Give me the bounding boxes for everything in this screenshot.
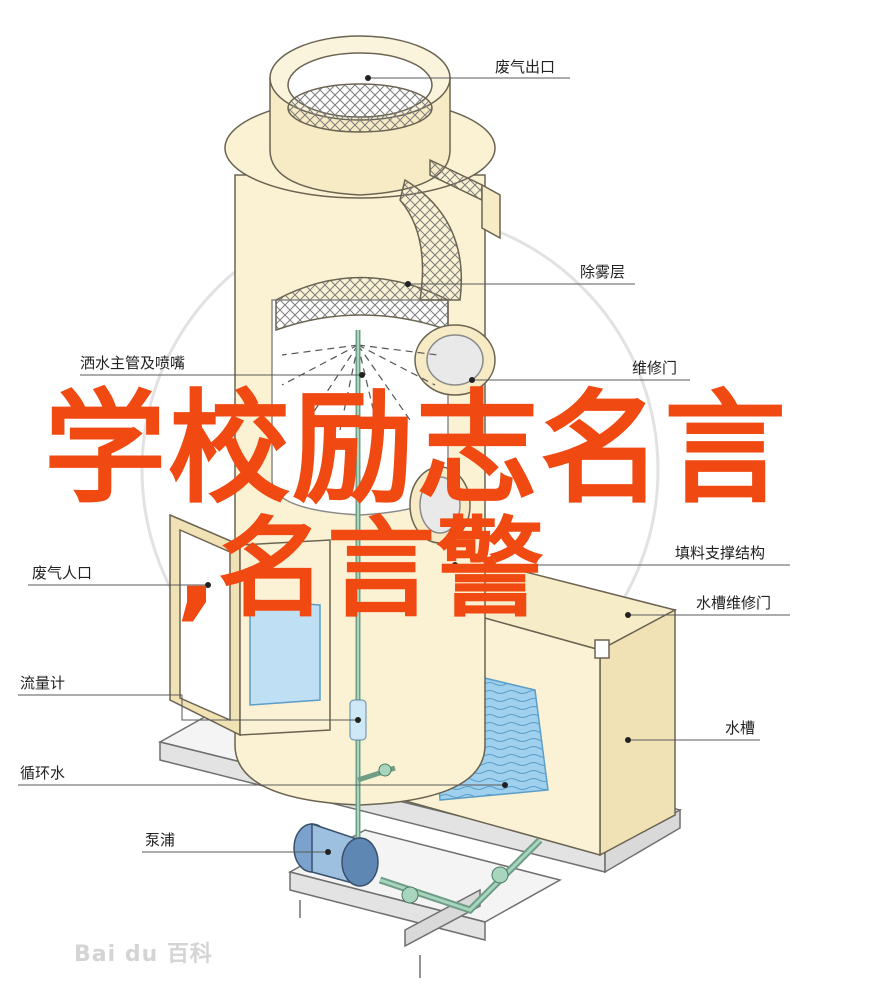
inlet-duct <box>169 513 331 737</box>
spray-cone <box>281 344 439 431</box>
label-packing-support: 填料支撑结构 <box>675 544 765 562</box>
label-circulating-water: 循环水 <box>20 764 65 782</box>
label-tank-access-door: 水槽维修门 <box>696 594 771 612</box>
label-exhaust-outlet: 废气出口 <box>495 58 555 76</box>
recirculation-pipe <box>349 330 543 915</box>
label-water-tank: 水槽 <box>725 719 755 737</box>
label-pump: 泵浦 <box>145 831 175 849</box>
label-access-door: 维修门 <box>632 359 677 377</box>
label-sprinkler-pipe: 洒水主管及喷嘴 <box>80 354 185 372</box>
label-flowmeter: 流量计 <box>20 674 65 692</box>
pump <box>293 822 379 887</box>
label-demister: 除雾层 <box>580 263 625 281</box>
baidu-watermark: Bai du 百科 <box>74 942 213 967</box>
label-exhaust-inlet: 废气人口 <box>32 564 92 582</box>
leaders <box>18 75 790 855</box>
